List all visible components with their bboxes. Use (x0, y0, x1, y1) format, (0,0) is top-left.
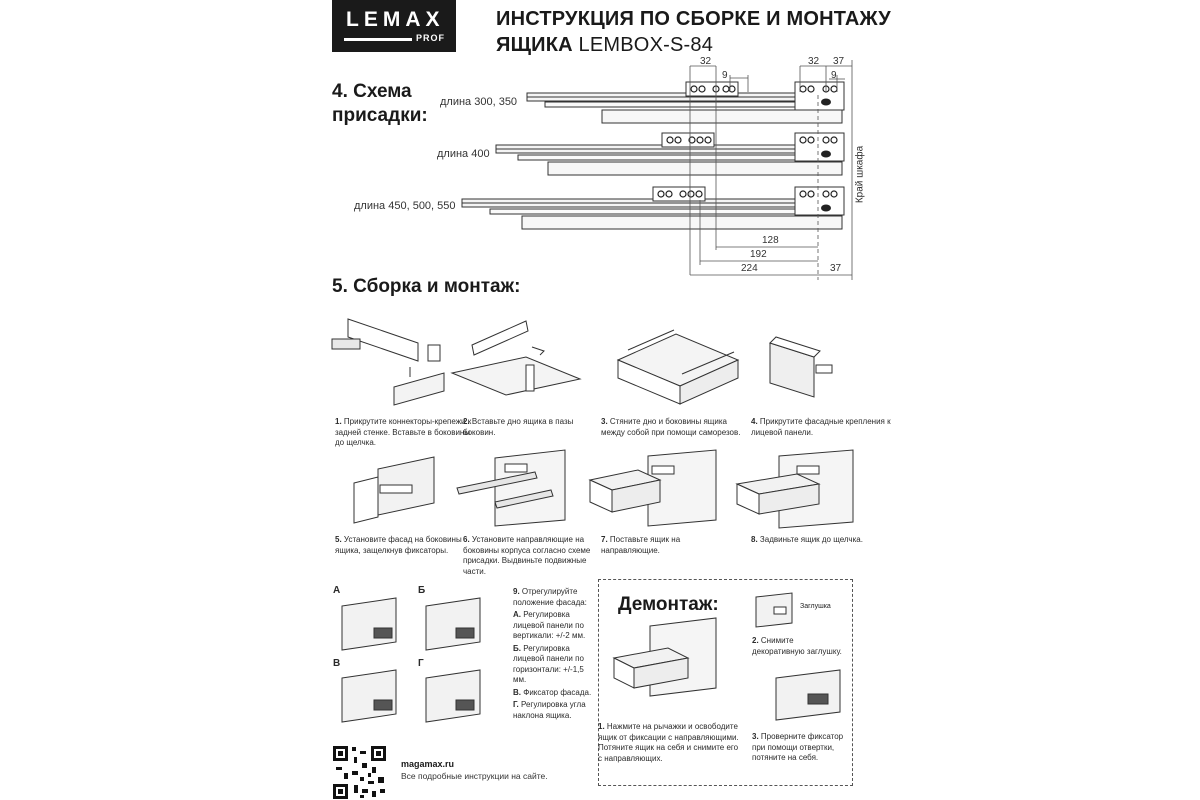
step2-illustration (452, 315, 584, 415)
runner-3-lower (522, 216, 842, 229)
dim-9-left: 9 (722, 70, 728, 81)
step7-illustration (590, 450, 720, 530)
adjust-item-a: А. Регулировка лицевой панели по вертика… (513, 610, 586, 640)
dim-37-right: 37 (833, 56, 845, 67)
footer-site[interactable]: magamax.ru (401, 759, 455, 769)
adjust-text: 9. Отрегулируйте положение фасада: А. Ре… (513, 587, 598, 721)
adjust-letter-a: А (333, 585, 341, 596)
dim-192: 192 (750, 249, 767, 260)
dismount-step-3: 3. Проверните фиксатор при помощи отверт… (752, 732, 844, 762)
dismount-step-2: 2. Снимите декоративную заглушку. (752, 636, 842, 656)
step6-illustration (455, 450, 570, 530)
step-7-text: 7. Поставьте ящик на направляющие. (601, 535, 681, 555)
step-1-text: 1. Прикрутите коннекторы-крепежи к задне… (335, 417, 472, 447)
drilling-diagram (0, 0, 1200, 290)
brand-name: LEMAX (346, 8, 445, 31)
length-label-300-350: длина 300, 350 (440, 96, 518, 108)
step5-illustration (350, 455, 440, 530)
dim-37-bottom: 37 (830, 263, 842, 274)
dismount-box (598, 579, 853, 786)
dismount-heading: Демонтаж: (618, 594, 719, 615)
dismount-illustration-3 (752, 668, 844, 723)
brand-logo: LEMAX PROF (332, 0, 456, 52)
step4-illustration (770, 335, 850, 400)
runner-1-lower (602, 110, 842, 123)
adjust-item-g: Г. Регулировка угла наклона ящика. (513, 700, 586, 720)
brand-bar (344, 38, 412, 41)
dismount-step-1: 1. Нажмите на рычажки и освободите ящик … (598, 722, 739, 763)
plug-label: Заглушка (800, 603, 831, 610)
title-line2: ЯЩИКА LEMBOX-S-84 (496, 32, 891, 58)
section5-heading: 5. Сборка и монтаж: (332, 276, 521, 297)
step1-illustration (332, 305, 447, 415)
step-4-text: 4. Прикрутите фасадные крепления к лицев… (751, 417, 891, 437)
dim-32-right: 32 (808, 56, 820, 67)
section4-heading-line1: 4. Схема (332, 81, 412, 102)
section4-heading-line2: присадки: (332, 105, 428, 126)
step-8-text: 8. Задвиньте ящик до щелчка. (751, 535, 863, 544)
runner-2-lower (548, 162, 842, 175)
title-line1: ИНСТРУКЦИЯ ПО СБОРКЕ И МОНТАЖУ (496, 8, 891, 30)
runner-3-middle (490, 209, 830, 214)
runner-2-middle (518, 155, 828, 160)
runner-1-middle (545, 102, 830, 107)
adjust-illustrations (336, 598, 506, 738)
dismount-illustration-2 (752, 593, 796, 631)
title-line2-bold: ЯЩИКА (496, 34, 573, 56)
dim-224: 224 (741, 263, 758, 274)
dim-9-right: 9 (831, 70, 837, 81)
step8-illustration (737, 450, 857, 530)
step-2-text: 2. Вставьте дно ящика в пазы боковин. (463, 417, 574, 437)
adjust-letter-v: В (333, 658, 341, 669)
adjust-intro: 9. Отрегулируйте положение фасада: (513, 587, 587, 607)
adjust-item-v: В. Фиксатор фасада. (513, 687, 592, 697)
step-6-text: 6. Установите направляющие на боковины к… (463, 535, 591, 576)
section4-heading: 4. Схема присадки: (332, 80, 428, 128)
adjust-letter-b: Б (418, 585, 426, 596)
adjust-item-b: Б. Регулировка лицевой панели по горизон… (513, 643, 584, 685)
dim-32-left: 32 (700, 56, 712, 67)
dim-128: 128 (762, 235, 779, 246)
length-label-400: длина 400 (437, 148, 490, 160)
page-title: ИНСТРУКЦИЯ ПО СБОРКЕ И МОНТАЖУ ЯЩИКА LEM… (496, 6, 891, 58)
qr-code-icon (332, 745, 387, 800)
length-label-450-550: длина 450, 500, 550 (354, 200, 456, 212)
footer-note: Все подробные инструкции на сайте. (401, 771, 548, 781)
dismount-illustration-1 (612, 618, 722, 703)
adjust-letter-g: Г (418, 658, 424, 669)
brand-sub: PROF (416, 33, 446, 43)
step-3-text: 3. Стяните дно и боковины ящика между со… (601, 417, 741, 437)
title-line2-light: LEMBOX-S-84 (578, 34, 714, 56)
edge-label: Край шкафа (854, 145, 866, 204)
step3-illustration (618, 320, 743, 415)
step-5-text: 5. Установите фасад на боковины ящика, з… (335, 535, 462, 555)
